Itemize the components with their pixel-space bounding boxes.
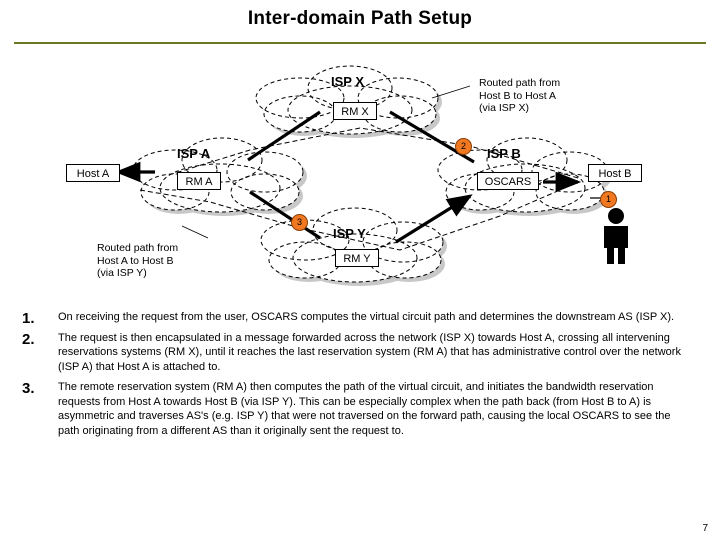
step-number-3: 3. (22, 380, 35, 397)
step-number-2: 2. (22, 330, 35, 348)
step-badge-2: 2 (455, 138, 472, 155)
node-rm-a[interactable]: RM A (177, 172, 221, 190)
annotation-lower-line1: Routed path from (97, 242, 179, 254)
step-item-2: 2. The request is then encapsulated in a… (0, 331, 720, 375)
node-rm-x[interactable]: RM X (333, 102, 377, 120)
step-number-1: 1. (22, 310, 35, 327)
node-host-b[interactable]: Host B (588, 164, 642, 182)
user-figure-icon (604, 208, 628, 264)
page-number: 7 (702, 523, 708, 534)
annotation-lower-line2: Host A to Host B (97, 254, 174, 267)
step-item-1: 1. On receiving the request from the use… (0, 310, 720, 327)
annotation-lower-path: Routed path from Host A to Host B (via I… (97, 242, 178, 280)
cloud-isp-y (260, 207, 447, 286)
cloud-label-isp-b: ISP B (487, 146, 521, 161)
annotation-upper-line1: Routed path from (479, 77, 561, 89)
step-item-3: 3. The remote reservation system (RM A) … (0, 380, 720, 438)
page-title: Inter-domain Path Setup (247, 8, 473, 29)
cloud-label-isp-a: ISP A (177, 146, 211, 161)
annotation-upper-line3: (via ISP X) (479, 102, 529, 114)
annotation-lower-line3: (via ISP Y) (97, 267, 147, 279)
step-badge-1: 1 (600, 191, 617, 208)
node-host-a[interactable]: Host A (66, 164, 120, 182)
node-oscars[interactable]: OSCARS (477, 172, 539, 190)
step-badge-3: 3 (291, 214, 308, 231)
annotation-upper-path: Routed path from Host B to Host A (via I… (479, 77, 560, 115)
routed-path-upper (171, 127, 579, 179)
step-text-2: The request is then encapsulated in a me… (58, 331, 681, 373)
steps-list: 1. On receiving the request from the use… (0, 310, 720, 444)
annotation-upper-line2: Host B to Host A (479, 89, 557, 102)
path-links (247, 110, 475, 244)
title-divider (14, 42, 706, 44)
routed-path-lower (139, 189, 561, 251)
step-text-1: On receiving the request from the user, … (58, 311, 675, 323)
node-rm-y[interactable]: RM Y (335, 249, 379, 267)
diagram-canvas: ISP X ISP A ISP B ISP Y RM X RM A RM Y H… (0, 50, 720, 315)
cloud-label-isp-y: ISP Y (333, 226, 366, 241)
annotation-leaders (181, 85, 471, 239)
step-text-3: The remote reservation system (RM A) the… (58, 381, 671, 437)
cloud-label-isp-x: ISP X (331, 74, 365, 89)
